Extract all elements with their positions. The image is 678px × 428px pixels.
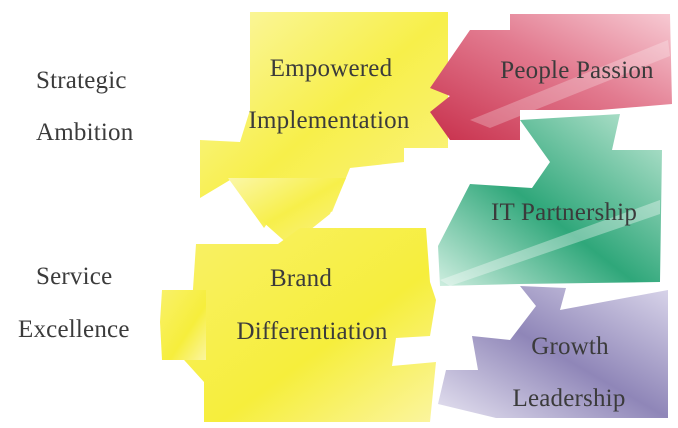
green-highlight <box>440 200 660 286</box>
it-partnership-arrow <box>438 114 662 286</box>
people-passion-arrow <box>430 14 672 140</box>
brand-label-line2: Differentiation <box>236 318 388 345</box>
empowered-implementation-arrow <box>200 12 448 228</box>
strategic-label-line1: Strategic <box>36 67 127 94</box>
people-passion-label: People Passion <box>500 57 654 84</box>
empowered-down-arrow <box>228 178 346 246</box>
brand-label-line1: Brand <box>269 265 333 292</box>
it-partnership-label: IT Partnership <box>490 199 638 226</box>
red-highlight <box>470 40 670 128</box>
growth-label-line2: Leadership <box>512 385 626 412</box>
brand-left-arrow <box>160 290 206 360</box>
service-label-line1: Service <box>36 263 113 290</box>
growth-leadership-arrow <box>438 286 668 418</box>
growth-label-line1: Growth <box>531 333 609 360</box>
brand-differentiation-arrow <box>166 228 436 422</box>
empowered-label-line2: Implementation <box>248 107 410 134</box>
strategic-label-line2: Ambition <box>36 119 134 146</box>
service-label-line2: Excellence <box>18 316 130 343</box>
empowered-label-line1: Empowered <box>269 55 393 82</box>
